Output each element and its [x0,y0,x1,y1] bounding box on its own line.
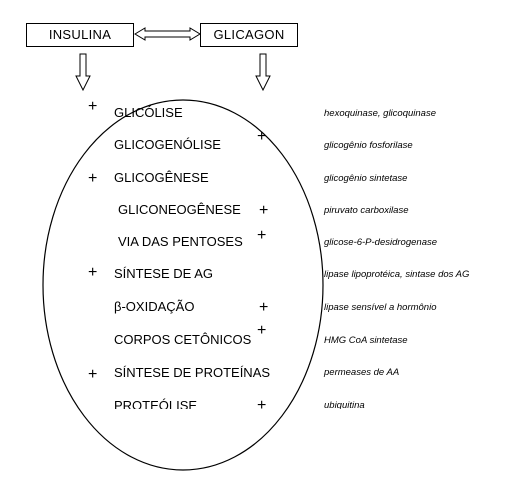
enzyme-label: glicogênio sintetase [324,173,408,184]
process-label: GLICOGENÓLISE [114,137,221,152]
down-arrow-icon-glicagon [255,53,271,92]
glicagon-label: GLICAGON [213,27,285,42]
enzyme-label: ubiquitina [324,400,365,409]
glucagon-effect: + [259,202,269,219]
process-label: β-OXIDAÇÃO [114,299,195,314]
process-label: VIA DAS PENTOSES [118,234,243,249]
enzyme-label: glicogênio fosforilase [324,140,413,151]
process-label: PROTEÓLISE [114,398,198,409]
insulin-effect: + [88,98,98,115]
enzyme-label: permeases de AA [324,367,400,378]
insulin-effect: + [88,170,98,187]
insulina-box: INSULINA [26,23,134,47]
enzyme-label: HMG CoA sintetase [324,335,408,346]
glucagon-effect: + [257,322,267,339]
enzyme-label: lipase sensível a hormônio [324,302,437,313]
enzyme-label: glicose-6-P-desidrogenase [324,237,438,248]
process-list: + GLICÓLISE hexoquinase, glicoquinase GL… [88,98,470,410]
process-label: GLICÓLISE [114,105,183,120]
enzyme-label: hexoquinase, glicoquinase [324,108,436,119]
glucagon-effect: + [257,128,267,145]
enzyme-label: piruvato carboxilase [324,205,409,216]
process-ellipse [42,99,324,471]
process-label: CORPOS CETÔNICOS [114,332,252,347]
insulin-effect: + [88,264,98,281]
process-label: SÍNTESE DE AG [114,266,213,281]
glucagon-effect: + [257,227,267,244]
insulina-label: INSULINA [48,27,112,42]
process-label: GLICONEOGÊNESE [118,202,241,217]
process-label: GLICOGÊNESE [114,170,209,185]
process-label: SÍNTESE DE PROTEÍNAS [114,365,271,380]
enzyme-label: lipase lipoprotéica, sintase dos AG [324,269,470,280]
insulin-effect: + [88,366,98,383]
glucagon-effect: + [259,299,269,316]
glicagon-box: GLICAGON [200,23,298,47]
glucagon-effect: + [257,397,267,410]
down-arrow-icon-insulina [75,53,91,92]
